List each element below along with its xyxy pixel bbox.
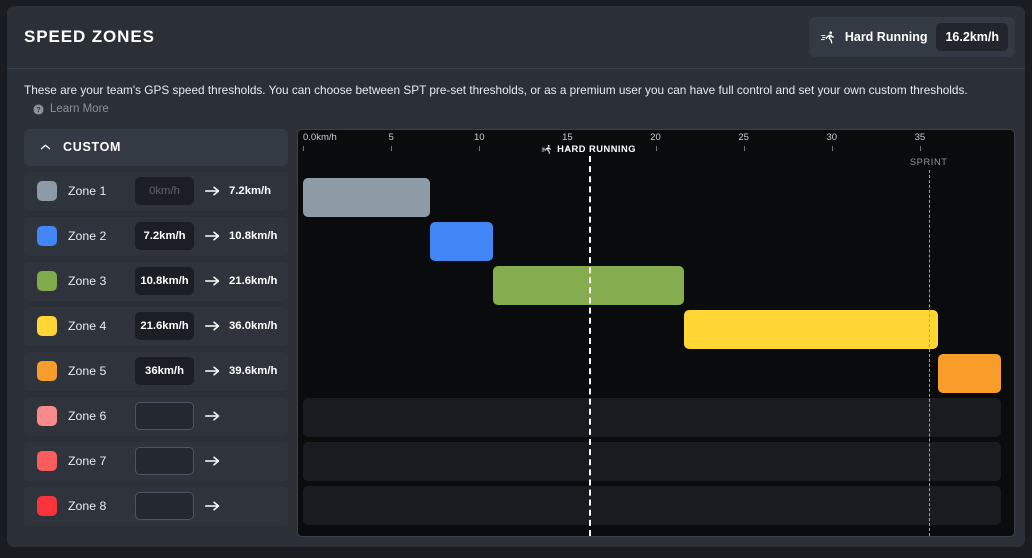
- threshold-label-text: HARD RUNNING: [557, 144, 636, 155]
- zone-to-value: 21.6km/h: [229, 275, 278, 288]
- arrow-right-icon: [194, 320, 229, 332]
- chart-empty-row: [303, 441, 1001, 481]
- zone-name-label: Zone 6: [68, 409, 107, 424]
- chart-zone-bar[interactable]: [303, 177, 430, 217]
- zone-from-input[interactable]: [135, 492, 194, 521]
- axis-tick-mark: [303, 145, 304, 151]
- zone-row[interactable]: Zone 8: [24, 486, 288, 526]
- axis-tick-mark: [391, 145, 393, 151]
- zone-color-swatch[interactable]: [37, 496, 57, 517]
- axis-tick-label: 15: [562, 131, 573, 143]
- axis-tick-mark: [743, 145, 745, 151]
- zone-name-label: Zone 8: [68, 499, 107, 514]
- chart-empty-row: [303, 485, 1001, 525]
- arrow-right-icon: [194, 365, 229, 377]
- zone-from-input[interactable]: [135, 402, 194, 431]
- zone-from-input[interactable]: 10.8km/h: [135, 267, 194, 296]
- zone-row[interactable]: Zone 3 10.8km/h 21.6km/h: [24, 261, 288, 301]
- zone-from-input[interactable]: [135, 447, 194, 476]
- badge-label: Hard Running: [844, 30, 928, 44]
- learn-more-label: Learn More: [50, 103, 109, 116]
- zone-to-value: 36.0km/h: [229, 320, 278, 333]
- svg-text:?: ?: [36, 107, 40, 114]
- zone-from-input[interactable]: 36km/h: [135, 357, 194, 386]
- zone-to-value: 39.6km/h: [229, 365, 278, 378]
- hard-running-threshold-line: [588, 155, 591, 536]
- zone-name-label: Zone 7: [68, 454, 107, 469]
- zone-name-label: Zone 4: [68, 319, 107, 334]
- zone-name-label: Zone 2: [68, 229, 107, 244]
- zone-color-swatch[interactable]: [37, 361, 57, 382]
- card-header: SPEED ZONES Hard Running 16.2km/h: [7, 6, 1025, 69]
- speed-zones-card: SPEED ZONES Hard Running 16.2km/h These …: [7, 6, 1025, 547]
- axis-tick-label: 35: [914, 131, 926, 143]
- zone-to-value: 7.2km/h: [229, 185, 272, 198]
- chart-empty-row: [303, 397, 1001, 437]
- hard-running-badge[interactable]: Hard Running 16.2km/h: [808, 17, 1015, 57]
- zone-row[interactable]: Zone 4 21.6km/h 36.0km/h: [24, 306, 288, 346]
- zone-color-swatch[interactable]: [37, 316, 57, 337]
- sprint-threshold-label: SPRINT: [910, 157, 948, 167]
- axis-tick-label: 0.0km/h: [303, 131, 337, 143]
- sprint-threshold-line: [928, 169, 930, 536]
- axis-tick-label: 5: [388, 131, 394, 143]
- arrow-right-icon: [194, 275, 229, 287]
- zone-from-input[interactable]: 0km/h: [135, 177, 194, 206]
- zone-row[interactable]: Zone 6: [24, 396, 288, 436]
- threshold-label-text: SPRINT: [909, 156, 948, 167]
- zone-color-swatch[interactable]: [37, 271, 57, 292]
- arrow-right-icon: [194, 230, 229, 242]
- chart-zone-bar[interactable]: [429, 221, 494, 261]
- badge-value: 16.2km/h: [936, 23, 1008, 51]
- running-icon: [820, 30, 836, 45]
- zone-row[interactable]: Zone 2 7.2km/h 10.8km/h: [24, 216, 288, 256]
- zone-name-label: Zone 1: [68, 184, 107, 199]
- arrow-right-icon: [194, 185, 229, 197]
- axis-tick-label: 25: [738, 131, 749, 143]
- description-text: These are your team's GPS speed threshol…: [24, 83, 968, 97]
- arrow-right-icon: [194, 410, 229, 422]
- zone-row[interactable]: Zone 7: [24, 441, 288, 481]
- zone-name-label: Zone 5: [68, 364, 107, 379]
- description-block: These are your team's GPS speed threshol…: [7, 69, 1025, 120]
- zone-row[interactable]: Zone 1 0km/h 7.2km/h: [24, 171, 288, 211]
- chevron-up-icon: [40, 143, 51, 151]
- zone-color-swatch[interactable]: [37, 451, 57, 472]
- zone-to-value: 10.8km/h: [229, 230, 278, 243]
- axis-tick-label: 30: [826, 131, 838, 143]
- hard-running-threshold-label: HARD RUNNING: [541, 144, 636, 155]
- zone-name-label: Zone 3: [68, 274, 107, 289]
- page-title: SPEED ZONES: [24, 27, 155, 46]
- axis-tick-mark: [479, 145, 481, 151]
- axis-tick-mark: [567, 145, 569, 151]
- axis-tick-mark: [831, 145, 833, 151]
- zone-color-swatch[interactable]: [37, 406, 57, 427]
- arrow-right-icon: [194, 500, 229, 512]
- axis-tick-mark: [919, 145, 921, 151]
- zone-from-input[interactable]: 21.6km/h: [135, 312, 194, 341]
- axis-tick-label: 10: [473, 131, 485, 143]
- axis-tick-mark: [655, 145, 657, 151]
- custom-section-header[interactable]: CUSTOM: [24, 128, 288, 166]
- axis-tick-label: 20: [650, 131, 661, 143]
- running-icon: [541, 144, 552, 155]
- zone-color-swatch[interactable]: [37, 181, 57, 202]
- learn-more-link[interactable]: ? Learn More: [33, 103, 109, 115]
- custom-section-label: CUSTOM: [63, 140, 122, 155]
- chart-zone-bar[interactable]: [937, 353, 1001, 393]
- question-circle-icon: ?: [33, 104, 44, 115]
- zone-from-input[interactable]: 7.2km/h: [135, 222, 194, 251]
- chart-zone-bar[interactable]: [683, 309, 938, 349]
- arrow-right-icon: [194, 455, 229, 467]
- zone-row[interactable]: Zone 5 36km/h 39.6km/h: [24, 351, 288, 391]
- zone-color-swatch[interactable]: [37, 226, 57, 247]
